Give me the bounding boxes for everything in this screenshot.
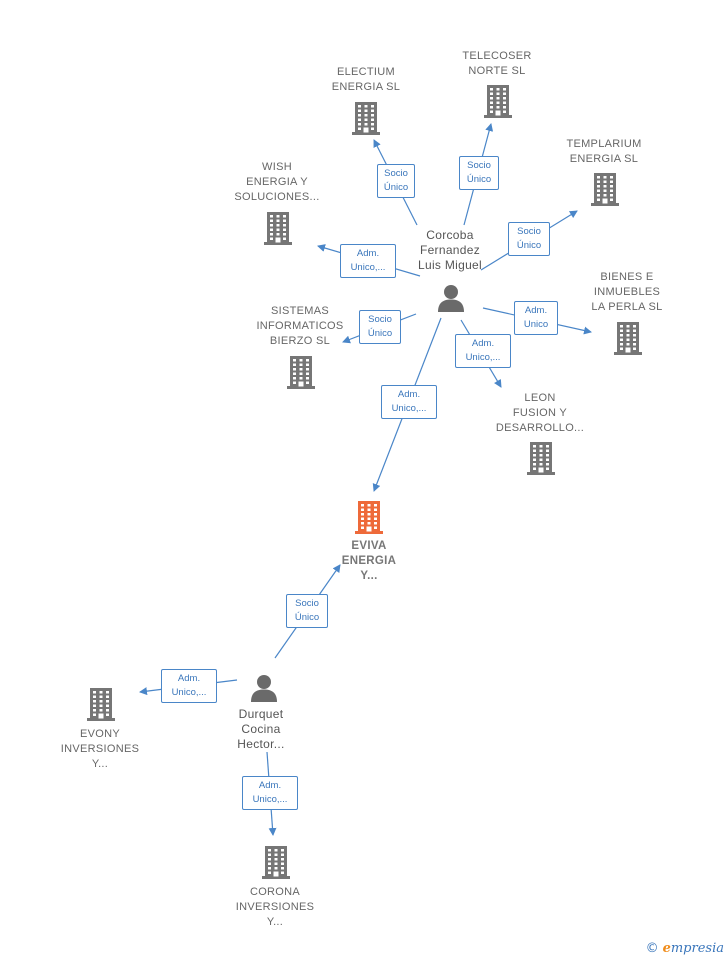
company-name-label[interactable]: TELECOSER NORTE SL <box>462 50 532 77</box>
company-building-icon[interactable] <box>613 320 643 361</box>
relation-label: Adm. Unico,... <box>340 244 396 278</box>
company-building-icon[interactable] <box>263 210 293 251</box>
focus-company-building-icon[interactable] <box>354 499 384 540</box>
building-glyph <box>355 501 383 534</box>
relation-label: Adm. Unico <box>514 301 558 335</box>
company-name-label[interactable]: TEMPLARIUM ENERGIA SL <box>566 138 642 165</box>
person-icon[interactable] <box>249 673 279 708</box>
building-glyph <box>438 285 464 312</box>
relation-label: Socio Único <box>508 222 550 256</box>
person-name-label[interactable]: Corcoba Fernandez Luis Miguel <box>418 228 482 272</box>
building-glyph <box>287 356 315 389</box>
building-glyph <box>352 102 380 135</box>
company-name-label[interactable]: SISTEMAS INFORMATICOS BIERZO SL <box>256 305 344 347</box>
relation-label: Socio Único <box>286 594 328 628</box>
relation-label: Adm. Unico,... <box>455 334 511 368</box>
company-name-label[interactable]: ELECTIUM ENERGIA SL <box>331 66 401 93</box>
relation-label: Adm. Unico,... <box>161 669 217 703</box>
company-building-icon[interactable] <box>590 171 620 212</box>
company-building-icon[interactable] <box>483 83 513 124</box>
relation-label: Adm. Unico,... <box>381 385 437 419</box>
relation-label: Adm. Unico,... <box>242 776 298 810</box>
building-glyph <box>591 173 619 206</box>
company-name-label[interactable]: WISH ENERGIA Y SOLUCIONES... <box>234 161 320 203</box>
person-icon[interactable] <box>436 283 466 318</box>
brand-name: mpresia <box>670 941 724 956</box>
company-name-label[interactable]: EVIVA ENERGIA Y... <box>341 540 397 582</box>
company-building-icon[interactable] <box>261 844 291 885</box>
footer-brand[interactable]: ©empresia <box>646 941 724 956</box>
building-glyph <box>484 85 512 118</box>
company-name-label[interactable]: LEON FUSION Y DESARROLLO... <box>495 392 585 434</box>
copyright-icon: © <box>645 941 659 956</box>
brand-initial: e <box>662 941 671 956</box>
company-name-label[interactable]: EVONY INVERSIONES Y... <box>60 728 140 770</box>
building-glyph <box>527 442 555 475</box>
company-building-icon[interactable] <box>86 686 116 727</box>
building-glyph <box>262 846 290 879</box>
company-name-label[interactable]: BIENES E INMUEBLES LA PERLA SL <box>591 271 663 313</box>
company-building-icon[interactable] <box>351 100 381 141</box>
relation-label: Socio Único <box>459 156 499 190</box>
company-building-icon[interactable] <box>286 354 316 395</box>
building-glyph <box>251 675 277 702</box>
building-glyph <box>264 212 292 245</box>
relation-label: Socio Único <box>359 310 401 344</box>
building-glyph <box>87 688 115 721</box>
building-glyph <box>614 322 642 355</box>
relation-label: Socio Único <box>377 164 415 198</box>
company-name-label[interactable]: CORONA INVERSIONES Y... <box>235 886 315 928</box>
person-name-label[interactable]: Durquet Cocina Hector... <box>237 707 285 751</box>
company-building-icon[interactable] <box>526 440 556 481</box>
